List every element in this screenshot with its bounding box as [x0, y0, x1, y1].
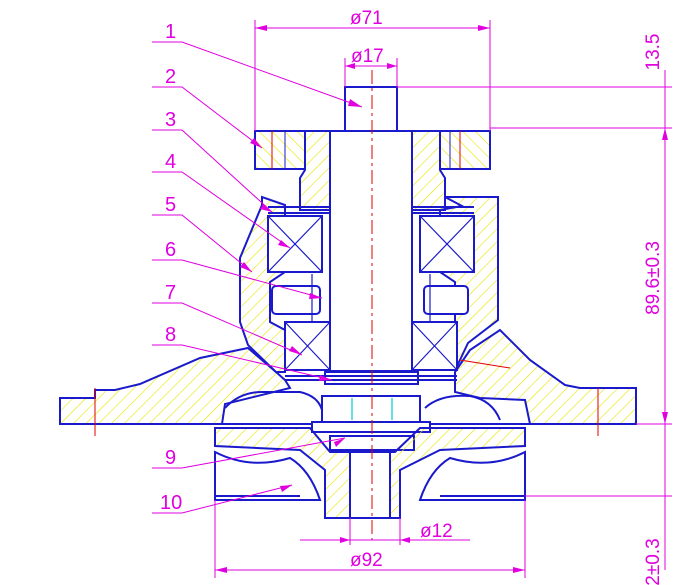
bolt-centerlines [94, 359, 599, 436]
dim-body-height: 89.6±0.3 [643, 241, 664, 315]
upper-bearing-left [267, 215, 323, 273]
part-label-3: 3 [165, 109, 176, 131]
part-label-8: 8 [165, 324, 176, 346]
dimension-lines [214, 20, 672, 578]
lower-bearing-right [411, 321, 458, 371]
shaft [321, 86, 421, 423]
bearing-spacers [271, 274, 469, 322]
leader-arrows [240, 99, 362, 492]
part-label-7: 7 [165, 282, 176, 304]
part-label-4: 4 [165, 151, 176, 173]
dim-impeller-outer-diameter: ø92 [350, 550, 383, 571]
mechanical-seal [311, 421, 431, 451]
impeller-vanes [214, 450, 526, 501]
part-label-6: 6 [165, 239, 176, 261]
dim-shaft-stub-height: 13.5 [643, 34, 664, 71]
part-label-2: 2 [165, 66, 176, 88]
impeller-hub-stub [349, 451, 391, 519]
dim-top-diameter: ø71 [350, 8, 383, 29]
dim-bottom-partial: 2±0.3 [643, 538, 664, 585]
dim-impeller-hub-diameter: ø12 [420, 521, 453, 542]
lower-bearing-left [284, 321, 331, 371]
pulley-hub [254, 130, 491, 211]
upper-bearing-right [419, 215, 475, 273]
part-label-9: 9 [165, 447, 176, 469]
dimension-arrows [215, 25, 668, 573]
part-label-5: 5 [165, 194, 176, 216]
part-label-1: 1 [165, 21, 176, 43]
dim-shaft-diameter: ø17 [351, 46, 384, 67]
leader-lines [152, 41, 363, 514]
part-label-10: 10 [160, 492, 182, 514]
